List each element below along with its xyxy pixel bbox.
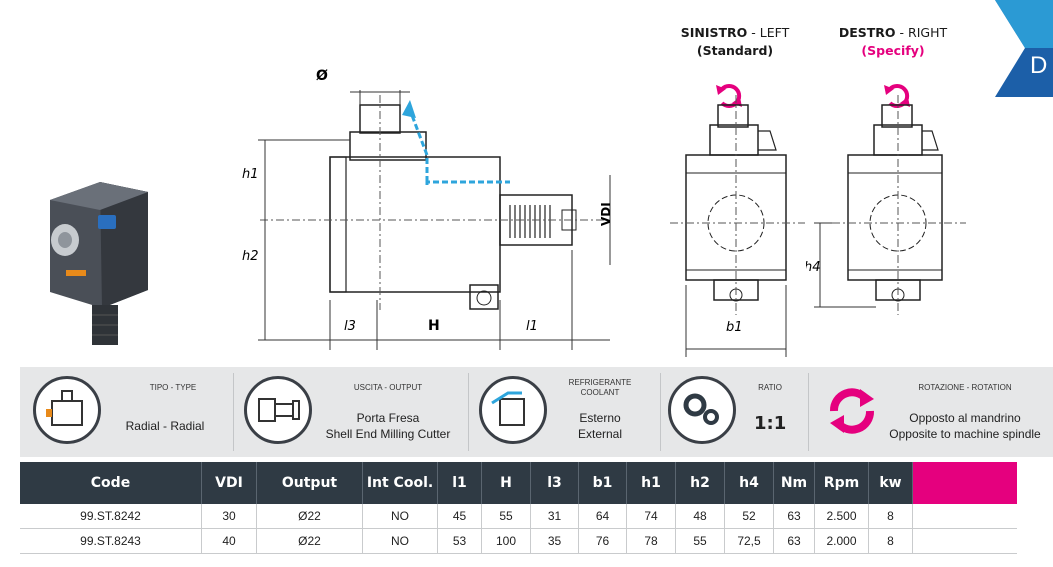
left-side-title: SINISTRO - LEFT (Standard) [680,25,790,58]
coolant-value-2: External [577,427,623,441]
product-photo [50,182,148,345]
right-side-title: DESTRO - RIGHT (Specify) [838,25,948,58]
col-header: Nm [773,462,815,504]
cell: 74 [626,504,676,529]
separator [468,373,469,451]
cell: 8 [868,504,913,529]
vdi-label: VDI [599,202,613,226]
accent-cell [912,462,1017,504]
rotation-caption: ROTAZIONE - ROTATION [918,383,1012,392]
type-icon [33,376,101,444]
cell: NO [362,504,438,529]
cell: 40 [201,528,257,554]
cell: 72,5 [724,528,774,554]
section-tab [995,0,1053,97]
cell: 55 [675,528,725,554]
cell: 52 [724,504,774,529]
rotation-icon [830,388,874,434]
table-row: 99.ST.8243 40 Ø22 NO 53 100 35 76 78 55 … [20,528,1017,554]
cell [912,504,1017,529]
cell: 100 [481,528,531,554]
cell: 48 [675,504,725,529]
l1-label: l1 [526,319,538,334]
main-drawing: Ø h1 h2 l3 H l1 VDI [242,68,613,350]
cell: 64 [578,504,627,529]
col-header: kw [868,462,913,504]
H-label: H [428,318,440,334]
cell: 8 [868,528,913,554]
ratio-value: 1:1 [754,413,787,434]
cell: NO [362,528,438,554]
col-header: b1 [578,462,627,504]
output-icon [244,376,312,444]
col-header: Output [256,462,363,504]
col-header: l3 [530,462,579,504]
cell: Ø22 [256,528,363,554]
left-view-drawing: b1 [670,84,805,357]
cell: 30 [201,504,257,529]
rotation-value-2: Opposite to machine spindle [889,427,1041,441]
spec-table: Code VDI Output Int Cool. l1 H l3 b1 h1 … [20,462,1017,554]
ratio-caption: RATIO [758,383,782,392]
col-header: H [481,462,531,504]
col-header: h1 [626,462,676,504]
gears-icon [668,376,736,444]
separator [233,373,234,451]
col-header: Code [20,462,202,504]
coolant-value-1: Esterno [579,411,621,425]
col-header: Rpm [814,462,869,504]
col-header: Int Cool. [362,462,438,504]
cell: 99.ST.8242 [20,504,202,529]
h1-label: h1 [242,167,259,182]
cell: 2.500 [814,504,869,529]
right-view-drawing: h4 [806,84,966,315]
table-header-row: Code VDI Output Int Cool. l1 H l3 b1 h1 … [20,462,1017,504]
separator [660,373,661,451]
cell: 53 [437,528,482,554]
output-value-2: Shell End Milling Cutter [325,427,451,441]
coolant-icon [479,376,547,444]
col-header: h2 [675,462,725,504]
cell: 63 [773,504,815,529]
cell: 35 [530,528,579,554]
output-value-1: Porta Fresa [356,411,420,425]
cell: 31 [530,504,579,529]
cell: 55 [481,504,531,529]
col-header: h4 [724,462,774,504]
section-letter: D [1030,52,1048,79]
cell: Ø22 [256,504,363,529]
cell: 2.000 [814,528,869,554]
cell: 45 [437,504,482,529]
col-header: VDI [201,462,257,504]
l3-label: l3 [344,319,356,334]
type-caption: TIPO - TYPE [149,383,197,392]
h2-label: h2 [242,249,259,264]
diameter-label: Ø [316,68,328,84]
cell: 78 [626,528,676,554]
cell [912,528,1017,554]
cell: 76 [578,528,627,554]
coolant-caption-1: REFRIGERANTE [568,378,632,387]
output-caption: USCITA - OUTPUT [353,383,423,392]
coolant-caption-2: COOLANT [580,388,620,397]
rotation-value-1: Opposto al mandrino [909,411,1021,425]
separator [808,373,809,451]
b1-label: b1 [726,320,743,335]
h4-label: h4 [806,260,821,275]
cell: 63 [773,528,815,554]
cell: 99.ST.8243 [20,528,202,554]
col-header: l1 [437,462,482,504]
table-row: 99.ST.8242 30 Ø22 NO 45 55 31 64 74 48 5… [20,504,1017,529]
type-value: Radial - Radial [125,419,205,433]
